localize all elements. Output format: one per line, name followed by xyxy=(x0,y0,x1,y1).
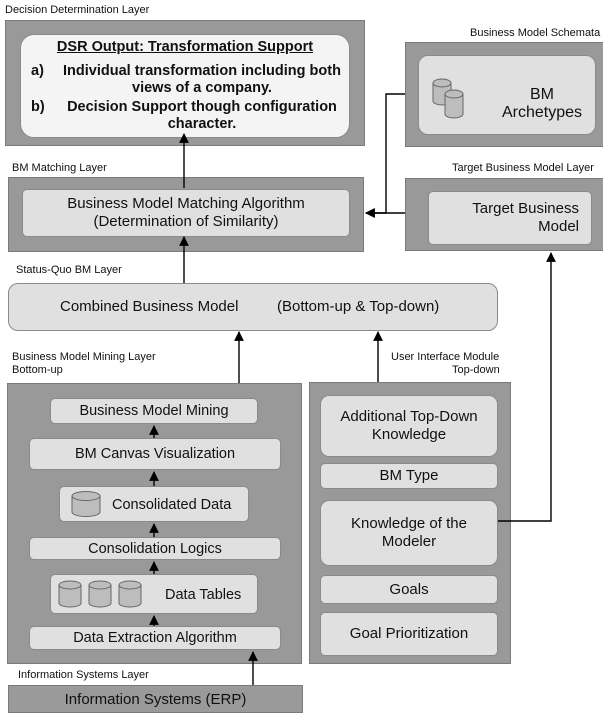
bm-canvas-visualization-box: BM Canvas Visualization xyxy=(29,438,281,470)
knowledge-of-modeler-line2: Modeler xyxy=(381,533,437,550)
combined-business-model-label: Combined Business Model xyxy=(60,298,239,315)
dsr-output-box: DSR Output: Transformation Support a) In… xyxy=(20,34,350,138)
infosys-layer-label: Information Systems Layer xyxy=(18,669,149,681)
matching-layer: Business Model Matching Algorithm (Deter… xyxy=(8,177,364,252)
target-business-model-line2: Model xyxy=(538,218,579,235)
database-icon xyxy=(71,491,101,517)
bm-archetypes-label: BM Archetypes xyxy=(501,86,583,121)
database-icon xyxy=(432,78,464,119)
dsr-title: DSR Output: Transformation Support xyxy=(56,39,314,55)
matching-algorithm-line2: (Determination of Similarity) xyxy=(93,213,279,230)
target-business-model-line1: Target Business xyxy=(472,200,579,217)
target-layer: Target Business Model xyxy=(405,178,603,251)
data-tables-label: Data Tables xyxy=(165,587,242,603)
additional-knowledge-box: Additional Top-Down Knowledge xyxy=(320,395,498,457)
matching-layer-label: BM Matching Layer xyxy=(12,162,107,174)
consolidation-logics-box: Consolidation Logics xyxy=(29,537,281,560)
ui-module-label: User Interface Module xyxy=(391,351,500,363)
consolidated-data-box: Consolidated Data xyxy=(59,486,249,522)
data-tables-box: Data Tables xyxy=(50,574,258,614)
additional-knowledge-line1: Additional Top-Down xyxy=(340,408,478,425)
database-icon xyxy=(58,580,142,608)
combined-business-model-box: Combined Business Model (Bottom-up & Top… xyxy=(8,283,498,331)
mining-layer-sublabel: Bottom-up xyxy=(12,364,63,376)
business-model-mining-box: Business Model Mining xyxy=(50,398,258,424)
dsr-item-a: Individual transformation including both… xyxy=(63,63,341,96)
knowledge-of-modeler-line1: Knowledge of the xyxy=(351,515,467,532)
dsr-item-a-marker: a) xyxy=(31,63,44,79)
schemata-layer: BM Archetypes xyxy=(405,42,603,147)
schemata-layer-label: Business Model Schemata xyxy=(470,27,601,39)
data-extraction-algorithm-box: Data Extraction Algorithm xyxy=(29,626,281,650)
dsr-item-b-marker: b) xyxy=(31,99,45,115)
consolidated-data-label: Consolidated Data xyxy=(112,497,232,513)
bm-archetypes-box: BM Archetypes xyxy=(418,55,596,135)
combined-business-model-scope: (Bottom-up & Top-down) xyxy=(277,298,440,315)
dsr-item-b: Decision Support though configuration ch… xyxy=(67,99,337,132)
target-business-model-box: Target Business Model xyxy=(428,191,592,245)
mining-layer-label: Business Model Mining Layer xyxy=(12,351,156,363)
arrow-knowledge-to-target xyxy=(498,252,556,522)
knowledge-of-modeler-box: Knowledge of the Modeler xyxy=(320,500,498,566)
decision-layer: DSR Output: Transformation Support a) In… xyxy=(5,20,365,146)
erp-box: Information Systems (ERP) xyxy=(8,685,303,713)
matching-algorithm-box: Business Model Matching Algorithm (Deter… xyxy=(22,189,350,237)
goal-prioritization-box: Goal Prioritization xyxy=(320,612,498,656)
additional-knowledge-line2: Knowledge xyxy=(371,426,447,443)
ui-module-sublabel: Top-down xyxy=(452,364,500,376)
decision-layer-label: Decision Determination Layer xyxy=(5,4,150,16)
statusquo-layer-label: Status-Quo BM Layer xyxy=(16,264,122,276)
arrow-archetypes-to-matching xyxy=(365,93,405,218)
target-layer-label: Target Business Model Layer xyxy=(452,162,594,174)
bm-type-box: BM Type xyxy=(320,463,498,489)
goals-box: Goals xyxy=(320,575,498,604)
matching-algorithm-line1: Business Model Matching Algorithm xyxy=(67,195,305,212)
